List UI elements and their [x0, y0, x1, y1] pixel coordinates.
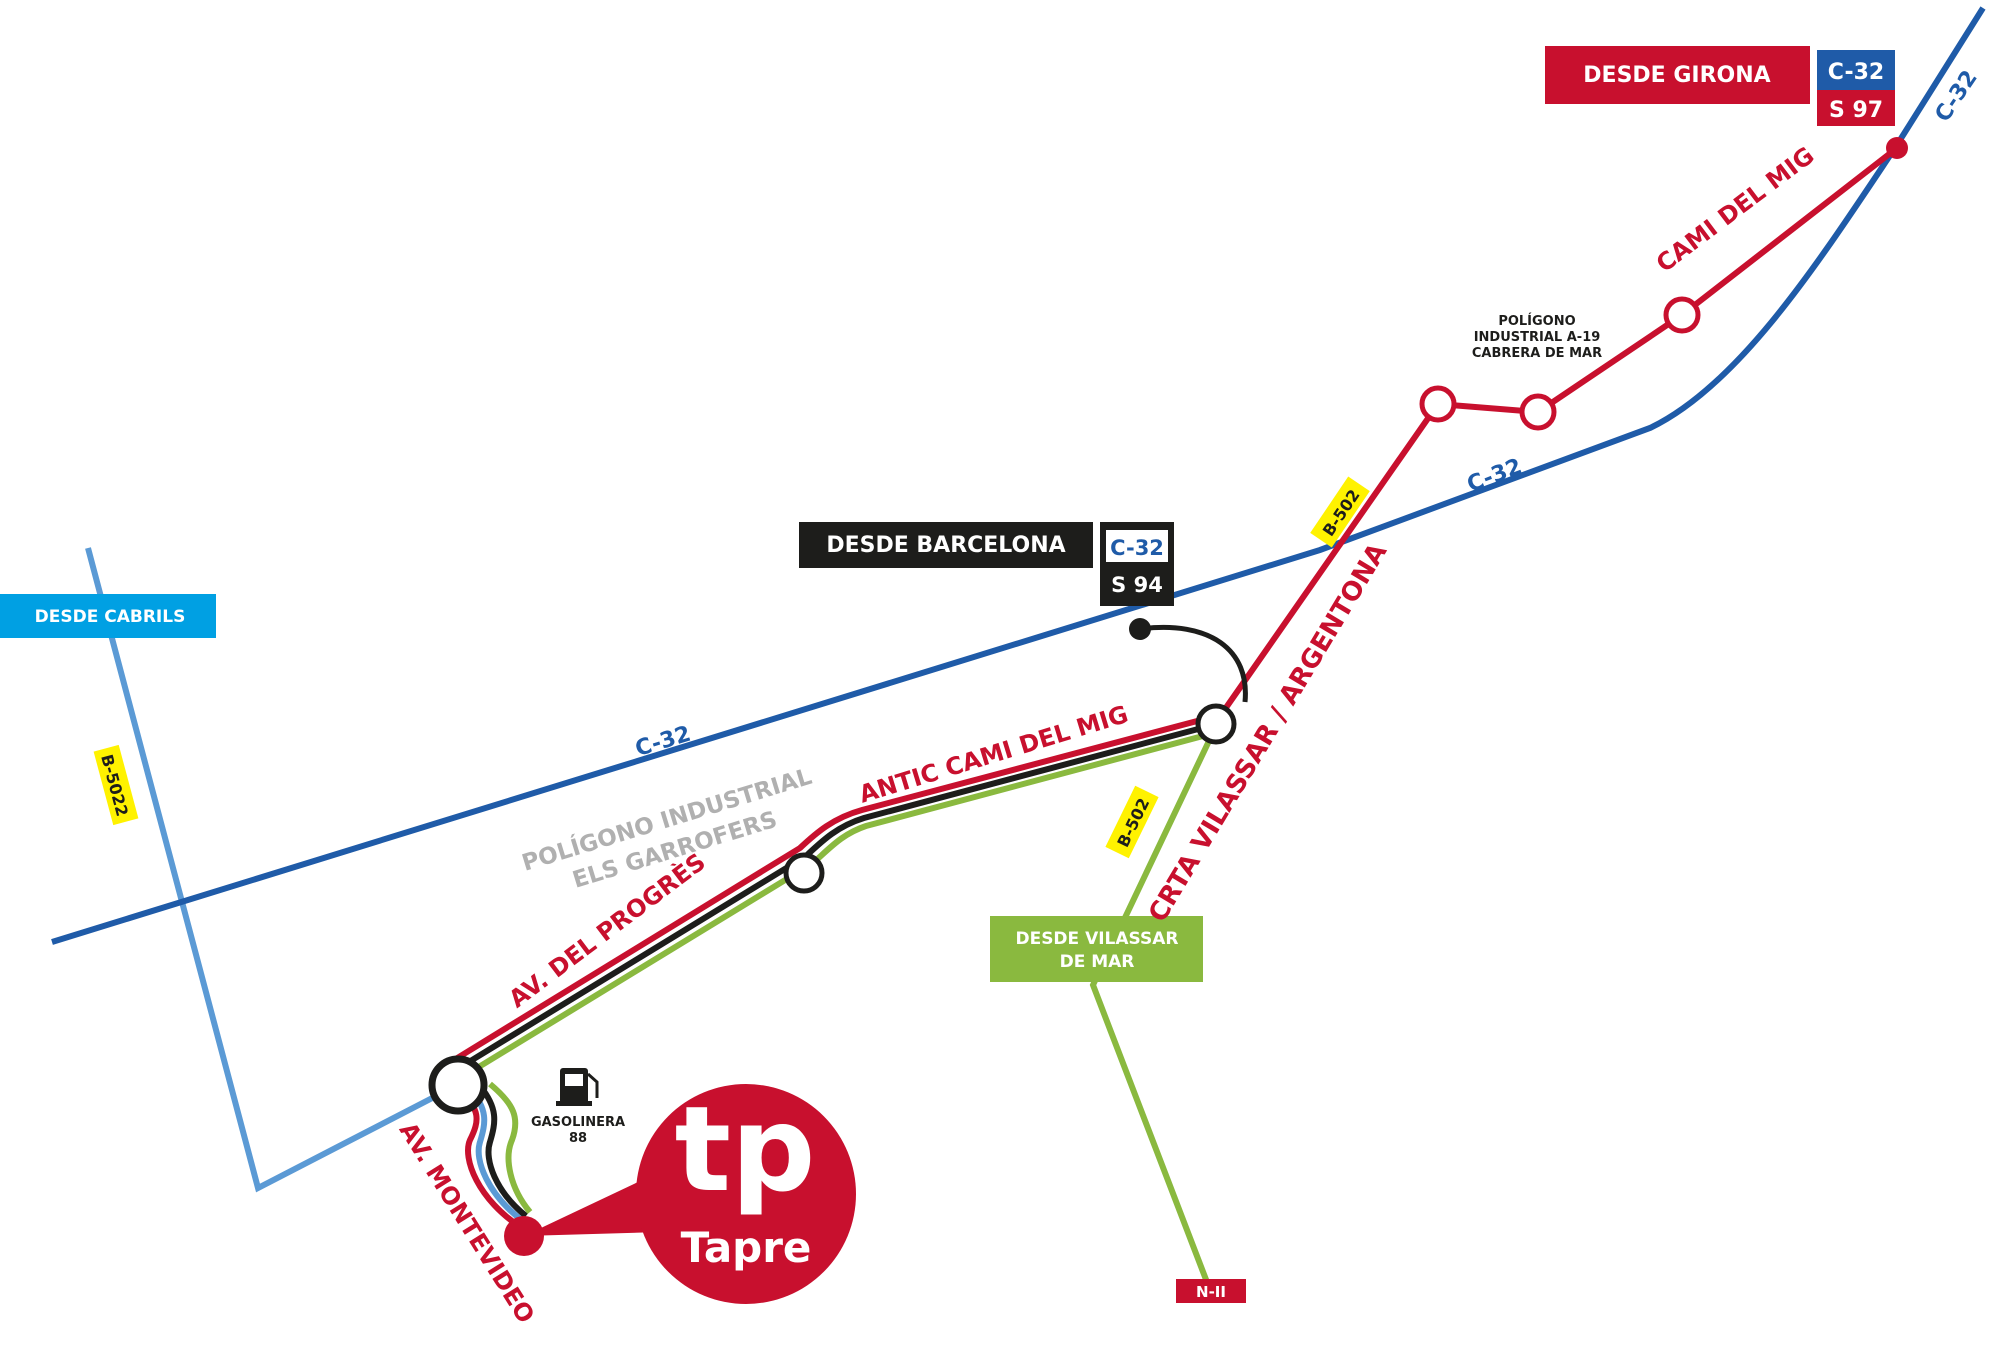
- poligono-a19-label: POLÍGONO INDUSTRIAL A-19 CABRERA DE MAR: [1472, 313, 1602, 361]
- barcelona-label-box: [799, 522, 1093, 568]
- marker-pointer: [524, 1182, 660, 1236]
- cami-del-mig-label: CAMI DEL MIG: [1651, 141, 1819, 278]
- fuel-pump-icon: [556, 1068, 599, 1106]
- barcelona-exit-loop: [1139, 624, 1248, 703]
- n2-road-badge: N-II: [1176, 1279, 1246, 1303]
- barcelona-exit-dot: [1129, 618, 1151, 640]
- b502-south-badge-box: [1105, 785, 1159, 859]
- vilassar-label-line1: DESDE VILASSAR: [1015, 929, 1178, 949]
- gasolinera-line2: 88: [569, 1131, 587, 1146]
- tapre-monogram: tp: [675, 1080, 816, 1218]
- girona-exit-box: [1817, 90, 1895, 126]
- origin-cabrils: DESDE CABRILS: [0, 594, 216, 638]
- barcelona-label: DESDE BARCELONA: [826, 533, 1065, 558]
- girona-road-box: [1817, 50, 1895, 90]
- cabrils-label: DESDE CABRILS: [35, 607, 186, 627]
- gasolinera-line1: GASOLINERA: [531, 1115, 625, 1130]
- tapre-logo-text: Tapre: [681, 1223, 812, 1272]
- barcelona-road-box: [1106, 530, 1168, 562]
- girona-exit-dot: [1886, 137, 1908, 159]
- node-cami-1: [1419, 385, 1457, 423]
- poligono-a19-line1: POLÍGONO: [1498, 313, 1575, 329]
- tapre-marker[interactable]: tp Tapre: [504, 1080, 856, 1304]
- vilassar-label-box: [990, 916, 1203, 982]
- b5022-badge: B-5022: [93, 744, 139, 826]
- origin-barcelona: DESDE BARCELONA C-32 S 94: [799, 522, 1174, 606]
- c32-label-mid: C-32: [1464, 454, 1526, 498]
- b5022-badge-box: [93, 744, 139, 826]
- poligono-a19-line3: CABRERA DE MAR: [1472, 346, 1602, 361]
- origin-girona: DESDE GIRONA C-32 S 97: [1545, 46, 1895, 126]
- main-route-bundle: [452, 713, 1219, 1079]
- montevideo-green-line: [488, 1081, 533, 1214]
- montevideo-blue-line: [467, 1086, 526, 1225]
- n2-label: N-II: [1196, 1283, 1226, 1301]
- destination-dot: [504, 1216, 544, 1256]
- girona-label: DESDE GIRONA: [1583, 63, 1770, 88]
- girona-label-box: [1545, 46, 1810, 104]
- origin-vilassar: DESDE VILASSAR DE MAR: [990, 916, 1203, 982]
- vilassar-label-line2: DE MAR: [1060, 952, 1135, 972]
- green-route-line: [462, 729, 1219, 1079]
- red-route-line: [452, 713, 1217, 1063]
- barcelona-road-label: C-32: [1110, 536, 1164, 560]
- b502-north-badge-box: [1310, 476, 1370, 548]
- girona-exit-label: S 97: [1829, 98, 1883, 123]
- cabrils-label-box: [0, 594, 216, 638]
- poligono-a19-line2: INDUSTRIAL A-19: [1474, 330, 1601, 345]
- gas-station: GASOLINERA 88: [531, 1068, 625, 1146]
- barcelona-exit-label: S 94: [1111, 573, 1163, 597]
- n2-badge-box: [1176, 1279, 1246, 1303]
- cabrils-route-line: [85, 547, 442, 1193]
- node-cami-3: [1663, 296, 1701, 334]
- node-crta-junction: [1195, 703, 1237, 745]
- node-progres-junction: [428, 1055, 488, 1115]
- vilassar-route-line: [1089, 720, 1221, 1292]
- montevideo-black-line: [477, 1084, 528, 1219]
- node-garrofers-junction: [783, 852, 825, 894]
- node-cami-2: [1519, 393, 1557, 431]
- b502-badge-south: B-502: [1105, 785, 1159, 859]
- tapre-badge: [636, 1084, 856, 1304]
- c32-highway-line: [51, 6, 1986, 945]
- girona-road-label: C-32: [1828, 60, 1884, 85]
